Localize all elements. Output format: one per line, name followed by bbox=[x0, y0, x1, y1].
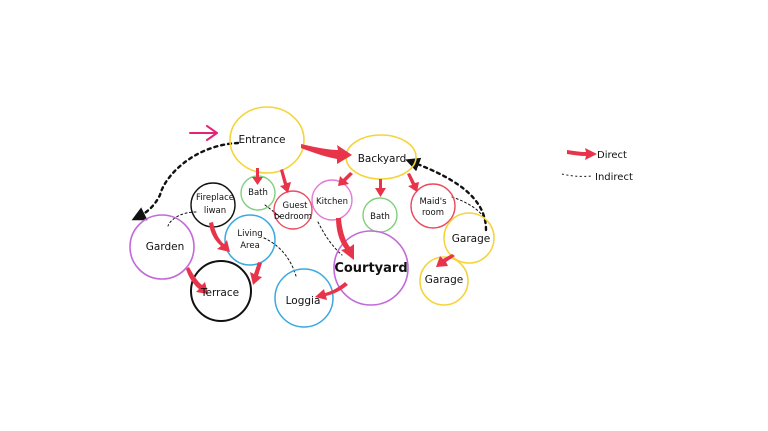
label-terrace: Terrace bbox=[200, 287, 239, 299]
guest-bedroom-bubble bbox=[273, 190, 313, 230]
legend-direct-arrow bbox=[567, 148, 597, 160]
label-garden: Garden bbox=[146, 241, 184, 253]
label-maids-room-2: room bbox=[422, 208, 444, 218]
bubble-labels: Entrance Backyard Bath Guest bedroom Kit… bbox=[146, 134, 490, 307]
label-loggia: Loggia bbox=[286, 295, 321, 307]
entrance-bubble bbox=[229, 106, 305, 174]
direct-arrow-garden-terrace bbox=[186, 267, 208, 294]
label-backyard: Backyard bbox=[358, 153, 407, 165]
label-guest-bedroom-1: Guest bbox=[283, 201, 309, 211]
legend-indirect-line bbox=[561, 173, 593, 177]
direct-arrow-entrance-guest bbox=[280, 169, 291, 193]
direct-arrow-kitchen-courtyard bbox=[336, 218, 354, 260]
indirect-line-maids-garage bbox=[451, 196, 486, 221]
kitchen-bubble bbox=[311, 179, 353, 221]
direct-arrow-backyard-bath bbox=[375, 179, 386, 197]
bubbles bbox=[129, 106, 495, 328]
garden-bubble bbox=[129, 214, 195, 280]
terrace-bubble bbox=[190, 260, 252, 322]
direct-arrow-backyard-maids bbox=[407, 173, 419, 192]
indirect-line-garage-backyard bbox=[405, 157, 488, 232]
direct-connections bbox=[186, 144, 455, 300]
direct-arrow-entrance-bath bbox=[252, 168, 263, 185]
label-bath-right: Bath bbox=[370, 212, 390, 222]
label-garage-lower: Garage bbox=[425, 274, 463, 286]
loggia-bubble bbox=[274, 268, 334, 328]
entry-arrow-icon bbox=[189, 125, 218, 141]
direct-arrow-fireplace-living bbox=[209, 222, 230, 252]
label-bath-left: Bath bbox=[248, 188, 268, 198]
label-entrance: Entrance bbox=[238, 134, 285, 146]
label-living-area-1: Living bbox=[237, 229, 262, 239]
legend-indirect-label: Indirect bbox=[595, 172, 633, 183]
legend-direct-label: Direct bbox=[597, 150, 627, 161]
label-courtyard: Courtyard bbox=[334, 261, 407, 276]
indirect-line-entrance-garden bbox=[131, 141, 240, 221]
maids-room-bubble bbox=[410, 183, 456, 229]
direct-arrow-courtyard-loggia bbox=[315, 282, 348, 300]
direct-arrow-garage-garage bbox=[436, 254, 455, 267]
label-fireplace-2: liwan bbox=[204, 206, 226, 216]
direct-arrow-living-terrace bbox=[250, 262, 262, 285]
direct-arrow-entrance-backyard bbox=[301, 144, 352, 164]
label-maids-room-1: Maid's bbox=[419, 197, 447, 207]
fireplace-bubble bbox=[190, 182, 236, 228]
courtyard-bubble bbox=[333, 230, 409, 306]
label-fireplace-1: Fireplace bbox=[196, 193, 234, 203]
indirect-line-living-loggia bbox=[263, 237, 297, 277]
indirect-line-kitchen-courtyard bbox=[317, 221, 343, 256]
direct-arrow-backyard-kitchen bbox=[338, 172, 353, 186]
legend: Direct Indirect bbox=[561, 148, 633, 183]
label-living-area-2: Area bbox=[240, 241, 260, 251]
garage-upper-bubble bbox=[443, 212, 495, 264]
living-area-bubble bbox=[224, 214, 276, 266]
label-guest-bedroom-2: bedroom bbox=[274, 212, 312, 222]
label-garage-upper: Garage bbox=[452, 233, 490, 245]
indirect-line-fireplace-garden bbox=[167, 211, 197, 227]
garage-lower-bubble bbox=[419, 256, 469, 306]
label-kitchen: Kitchen bbox=[316, 197, 348, 207]
